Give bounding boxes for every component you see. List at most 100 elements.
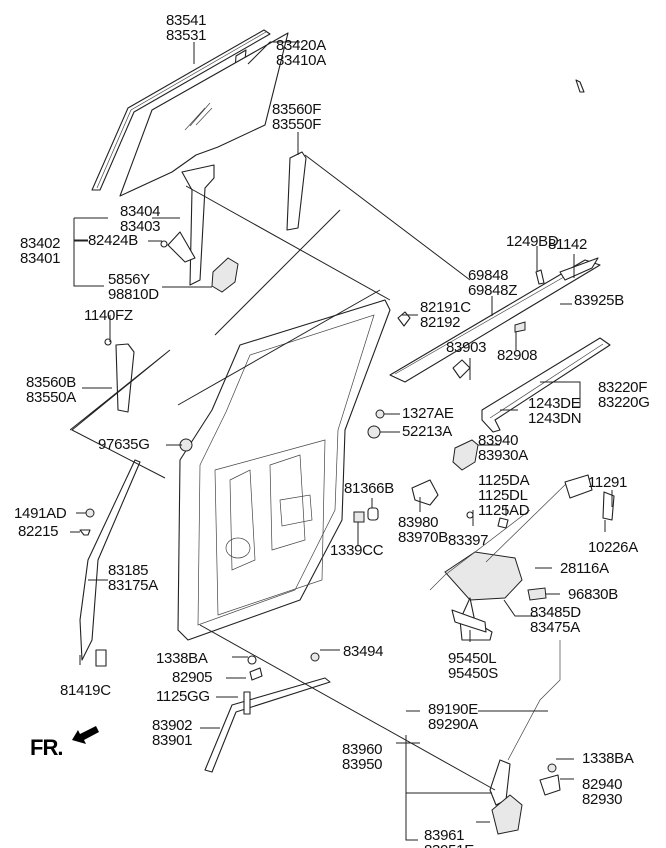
part-number: 83951E [424,842,474,848]
part-label: 1327AE [402,405,454,422]
part-label: 8396183951E [424,827,474,848]
part-number: 83420A [276,37,326,54]
part-number: 83185 [108,562,148,579]
outside-handle-bracket [564,474,615,521]
door-glass [119,32,289,197]
part-label: 83903 [446,339,486,356]
part-number: 82215 [18,523,58,540]
inside-handle [452,439,479,471]
part-number: 89190E [428,701,478,718]
part-number: 83403 [120,218,160,235]
part-number: 89290A [428,716,478,733]
part-number: 81419C [60,682,111,699]
part-number: 83901 [152,732,192,749]
part-label: 97635G [98,436,150,453]
part-number: 1338BA [156,650,208,667]
door-panel [177,299,391,641]
part-label: 82215 [18,523,58,540]
part-number: 95450S [448,665,498,682]
part-number: 52213A [402,423,452,440]
part-number: 1491AD [14,505,67,522]
part-number: 82424B [88,232,138,249]
part-label: 82424B [88,232,138,249]
part-label: 81142 [548,236,587,253]
part-number: 83925B [574,292,624,309]
part-number: 95450L [448,650,496,667]
part-number: 83220F [598,379,647,396]
part-label: 83397 [448,532,488,549]
part-number: 83961 [424,827,464,844]
rear-channel [286,151,307,231]
part-number: 1243DE [528,395,581,412]
window-regulator [160,164,215,286]
part-label: 1125GG [156,688,210,705]
part-number: 83541 [166,12,206,29]
part-number: 82905 [172,669,212,686]
part-number: 83175A [108,577,158,594]
part-number: 82908 [497,347,537,364]
part-label: 81419C [60,682,111,699]
striker [539,763,561,796]
part-label: 83925B [574,292,624,309]
part-number: 83475A [530,619,580,636]
part-number: 1125GG [156,688,210,705]
rear-lock-assembly [489,640,561,835]
part-label: 52213A [402,423,452,440]
front-direction-indicator: FR. [30,726,99,760]
part-number: 10226A [588,539,638,556]
fr-label: FR. [30,735,62,760]
part-number: 82940 [582,776,622,793]
front-channel [104,338,135,413]
part-label: 1491AD [14,505,67,522]
lower-trim [204,652,331,773]
part-number: 83902 [152,717,192,734]
part-label: 1338BA [156,650,208,667]
part-label: 96830B [568,586,618,603]
upper-rail [389,257,601,383]
part-label: 28116A [560,560,609,577]
part-number: 5856Y [108,271,150,288]
arrow-down-left-icon [72,726,99,744]
hinge-bracket [411,479,439,506]
part-number: 83550F [272,116,321,133]
part-number: 97635G [98,436,150,453]
part-number: 83531 [166,27,206,44]
part-label: 81366B [344,480,394,497]
part-number: 1125DL [478,487,528,504]
part-number: 82192 [420,314,460,331]
part-number: 83401 [20,250,60,267]
fasteners [79,79,585,536]
part-number: 83960 [342,741,382,758]
part-label: 83494 [343,643,383,660]
part-label: 82908 [497,347,537,364]
part-number: 83980 [398,514,438,531]
part-number: 83560F [272,101,321,118]
part-label: 1249BD [506,233,559,250]
part-number: 83940 [478,432,518,449]
part-number: 83970B [398,529,448,546]
part-number: 1338BA [582,750,634,767]
part-label: 82905 [172,669,212,686]
part-number: 82191C [420,299,471,316]
part-number: 83903 [446,339,486,356]
part-number: 69848Z [468,282,517,299]
part-label: 1140FZ [84,307,133,324]
part-number: 83485D [530,604,581,621]
part-number: 98810D [108,286,159,303]
